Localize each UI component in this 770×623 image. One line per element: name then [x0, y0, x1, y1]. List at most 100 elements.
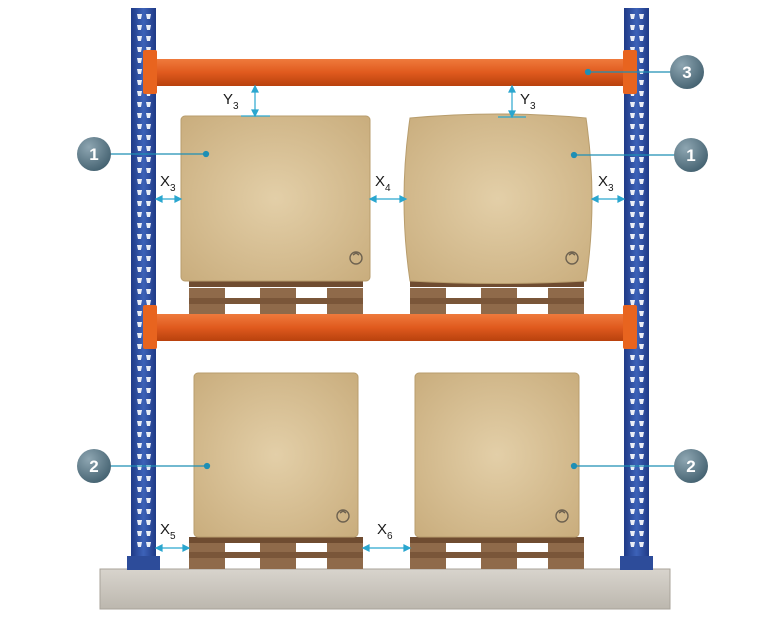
upright-perforation — [639, 157, 644, 162]
right-upright — [620, 8, 653, 570]
upright-perforation — [639, 300, 644, 305]
callout-2-right: 2 — [674, 449, 708, 483]
upright-perforation — [146, 234, 151, 239]
upright-perforation — [630, 212, 635, 217]
upright-perforation — [630, 355, 635, 360]
upper-left-load — [180, 115, 371, 282]
gap-label-y3-left: Y3 — [223, 91, 239, 112]
upright-perforation — [137, 190, 142, 195]
upright-perforation — [630, 168, 635, 173]
upright-perforation — [639, 102, 644, 107]
upright-perforation — [630, 234, 635, 239]
upright-perforation — [630, 377, 635, 382]
upright-perforation — [630, 278, 635, 283]
upright-perforation — [137, 520, 142, 525]
upright-perforation — [137, 509, 142, 514]
upright-perforation — [639, 487, 644, 492]
upright-perforation — [137, 267, 142, 272]
upright-perforation — [137, 14, 142, 19]
floor-slab — [99, 568, 671, 610]
upright-perforation — [137, 102, 142, 107]
gap-x4-arrow — [368, 195, 408, 203]
upright-perforation — [146, 256, 151, 261]
upright-perforation — [146, 498, 151, 503]
leader-line-2-left — [109, 462, 211, 470]
upright-perforation — [137, 278, 142, 283]
upright-perforation — [137, 487, 142, 492]
upright-perforation — [146, 300, 151, 305]
upright-perforation — [630, 223, 635, 228]
upright-perforation — [639, 267, 644, 272]
upright-perforation — [639, 509, 644, 514]
upright-perforation — [630, 124, 635, 129]
upright-perforation — [630, 157, 635, 162]
gap-x6-arrow — [361, 544, 412, 552]
gap-label-x3-left: X3 — [160, 173, 176, 194]
upright-perforation — [630, 245, 635, 250]
gap-label-x5: X5 — [160, 521, 176, 542]
upright-perforation — [146, 124, 151, 129]
upright-perforation — [137, 47, 142, 52]
upright-perforation — [146, 278, 151, 283]
upright-perforation — [137, 410, 142, 415]
upright-perforation — [137, 289, 142, 294]
upright-perforation — [639, 179, 644, 184]
upright-perforation — [137, 179, 142, 184]
upright-perforation — [639, 256, 644, 261]
lower-left-pallet — [189, 537, 363, 569]
upright-perforation — [137, 476, 142, 481]
upright-perforation — [137, 168, 142, 173]
upright-perforation — [146, 212, 151, 217]
upright-perforation — [137, 443, 142, 448]
upright-perforation — [146, 14, 151, 19]
upright-perforation — [137, 421, 142, 426]
upright-perforation — [137, 388, 142, 393]
upright-perforation — [630, 454, 635, 459]
leader-line-1-left — [109, 150, 210, 158]
upright-perforation — [639, 476, 644, 481]
upright-perforation — [137, 80, 142, 85]
callout-1-right: 1 — [674, 138, 708, 172]
upright-perforation — [639, 432, 644, 437]
upright-perforation — [639, 344, 644, 349]
upper-right-pallet — [410, 281, 584, 314]
upright-perforation — [639, 520, 644, 525]
leader-line-2-right — [570, 462, 678, 470]
upright-perforation — [137, 124, 142, 129]
upright-perforation — [146, 509, 151, 514]
upright-perforation — [630, 432, 635, 437]
upright-perforation — [137, 201, 142, 206]
upright-perforation — [630, 201, 635, 206]
upright-perforation — [639, 14, 644, 19]
upright-perforation — [137, 113, 142, 118]
upright-perforation — [639, 91, 644, 96]
upright-perforation — [146, 179, 151, 184]
upright-perforation — [639, 58, 644, 63]
upright-perforation — [146, 223, 151, 228]
upright-perforation — [630, 542, 635, 547]
upright-perforation — [639, 443, 644, 448]
upright-perforation — [146, 201, 151, 206]
upright-perforation — [146, 520, 151, 525]
upright-perforation — [630, 410, 635, 415]
upright-perforation — [137, 498, 142, 503]
upright-perforation — [146, 421, 151, 426]
upright-perforation — [146, 146, 151, 151]
upright-perforation — [630, 388, 635, 393]
upright-perforation — [639, 421, 644, 426]
callout-3: 3 — [670, 55, 704, 89]
upright-perforation — [137, 234, 142, 239]
gap-label-x3-right: X3 — [598, 173, 614, 194]
recycle-icon — [555, 509, 569, 523]
svg-text:3: 3 — [682, 63, 691, 82]
upright-perforation — [639, 399, 644, 404]
upright-perforation — [639, 234, 644, 239]
upright-perforation — [146, 113, 151, 118]
upright-perforation — [630, 300, 635, 305]
upright-perforation — [630, 36, 635, 41]
upright-perforation — [137, 300, 142, 305]
upright-perforation — [146, 157, 151, 162]
upright-perforation — [639, 322, 644, 327]
upright-perforation — [639, 47, 644, 52]
upright-perforation — [146, 366, 151, 371]
